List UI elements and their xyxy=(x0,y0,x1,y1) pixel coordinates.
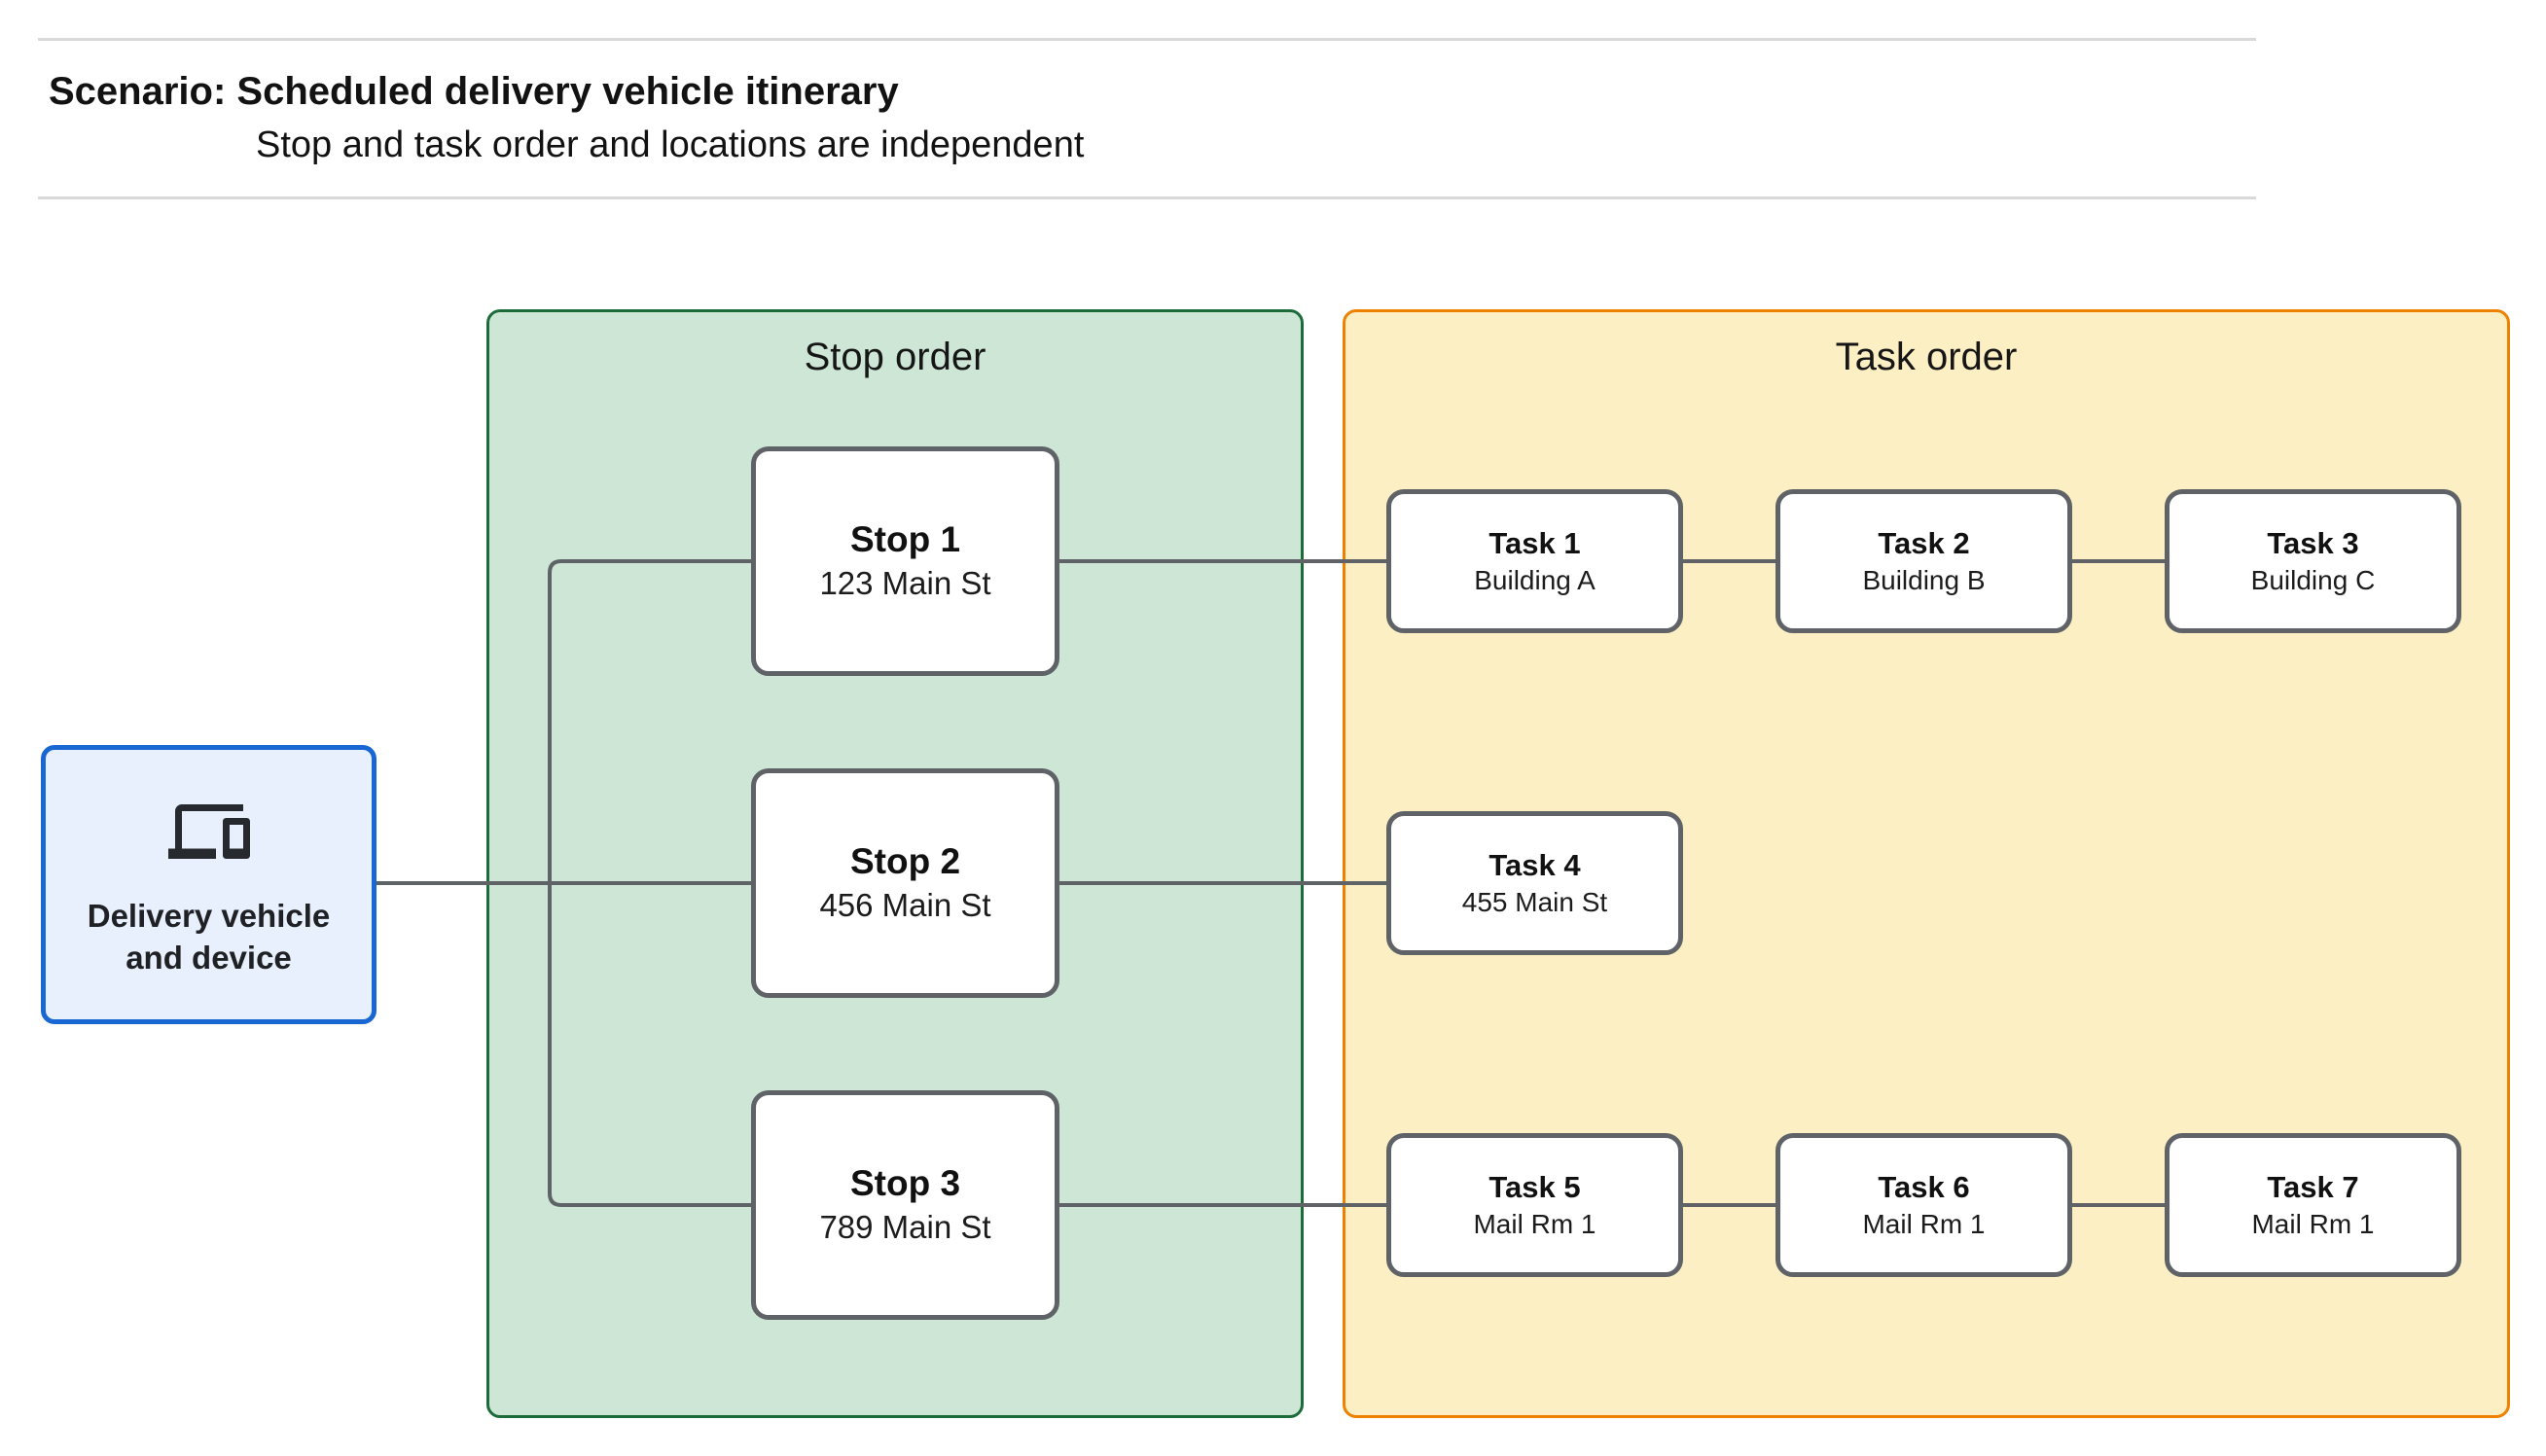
task-7-location: Mail Rm 1 xyxy=(2251,1208,2375,1239)
task-1-node: Task 1 Building A xyxy=(1386,489,1683,633)
scenario-subtitle: Stop and task order and locations are in… xyxy=(256,124,1085,165)
task-6-title: Task 6 xyxy=(1878,1169,1970,1204)
task-5-location: Mail Rm 1 xyxy=(1473,1208,1596,1239)
scenario-title: Scenario: Scheduled delivery vehicle iti… xyxy=(49,70,899,113)
task-6-location: Mail Rm 1 xyxy=(1862,1208,1986,1239)
stop-1-address: 123 Main St xyxy=(819,564,991,601)
delivery-vehicle-label: Delivery vehicle and device xyxy=(87,898,331,976)
task-3-title: Task 3 xyxy=(2267,525,2359,560)
stop-2-address: 456 Main St xyxy=(819,886,991,923)
top-divider xyxy=(38,38,2256,41)
stop-1-node: Stop 1 123 Main St xyxy=(751,446,1059,676)
task-5-title: Task 5 xyxy=(1488,1169,1581,1204)
task-order-panel-title: Task order xyxy=(1835,336,2018,378)
task-3-node: Task 3 Building C xyxy=(2165,489,2461,633)
bottom-divider xyxy=(38,196,2256,199)
stop-1-title: Stop 1 xyxy=(849,519,961,560)
task-2-title: Task 2 xyxy=(1878,525,1970,560)
delivery-vehicle-node: Delivery vehicle and device xyxy=(41,745,377,1024)
stop-2-node: Stop 2 456 Main St xyxy=(751,768,1059,998)
task-7-node: Task 7 Mail Rm 1 xyxy=(2165,1133,2461,1277)
task-5-node: Task 5 Mail Rm 1 xyxy=(1386,1133,1683,1277)
task-4-title: Task 4 xyxy=(1488,847,1581,882)
task-2-node: Task 2 Building B xyxy=(1775,489,2072,633)
devices-icon xyxy=(167,804,250,860)
stop-2-title: Stop 2 xyxy=(849,841,961,882)
stop-order-panel-title: Stop order xyxy=(804,336,986,378)
task-6-node: Task 6 Mail Rm 1 xyxy=(1775,1133,2072,1277)
stop-trunk-line xyxy=(548,559,751,1207)
stop-3-node: Stop 3 789 Main St xyxy=(751,1090,1059,1320)
task-4-node: Task 4 455 Main St xyxy=(1386,811,1683,955)
task-7-title: Task 7 xyxy=(2267,1169,2359,1204)
task-4-location: 455 Main St xyxy=(1461,886,1608,917)
task-2-location: Building B xyxy=(1862,564,1986,595)
stop-3-address: 789 Main St xyxy=(819,1208,991,1245)
stop-3-title: Stop 3 xyxy=(849,1163,961,1204)
task-1-location: Building A xyxy=(1474,564,1596,595)
task-3-location: Building C xyxy=(2250,564,2376,595)
task-1-title: Task 1 xyxy=(1488,525,1581,560)
